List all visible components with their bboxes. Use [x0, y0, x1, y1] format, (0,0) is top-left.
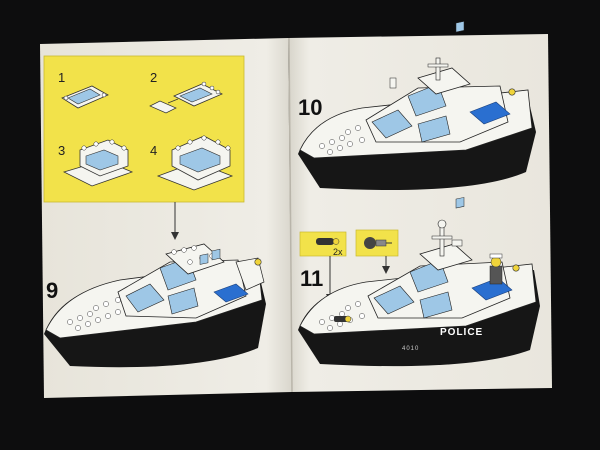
- boat-step-10: [298, 21, 536, 190]
- step-number-10: 10: [298, 95, 323, 120]
- callout-light-brick: [316, 238, 340, 245]
- callout-radar-part: [364, 237, 392, 249]
- substep-3-label: 3: [58, 143, 66, 158]
- boat-step-9: [44, 243, 266, 368]
- hull-police-text: POLICE: [440, 327, 484, 338]
- substep-4-parts: [156, 135, 234, 191]
- substep-2-label: 2: [150, 70, 158, 85]
- substep-3-parts: [62, 139, 134, 187]
- step-number-9: 9: [46, 278, 59, 303]
- substep-1-parts: [61, 85, 109, 109]
- callout-quantity: 2x: [333, 247, 343, 257]
- substep-4-label: 4: [150, 143, 158, 158]
- substep-2-parts: [149, 81, 223, 114]
- hull-small-number: 4010: [402, 346, 420, 352]
- substep-1-label: 1: [58, 70, 66, 85]
- boat-step-11: [298, 197, 540, 367]
- step-number-11: 11: [300, 266, 324, 291]
